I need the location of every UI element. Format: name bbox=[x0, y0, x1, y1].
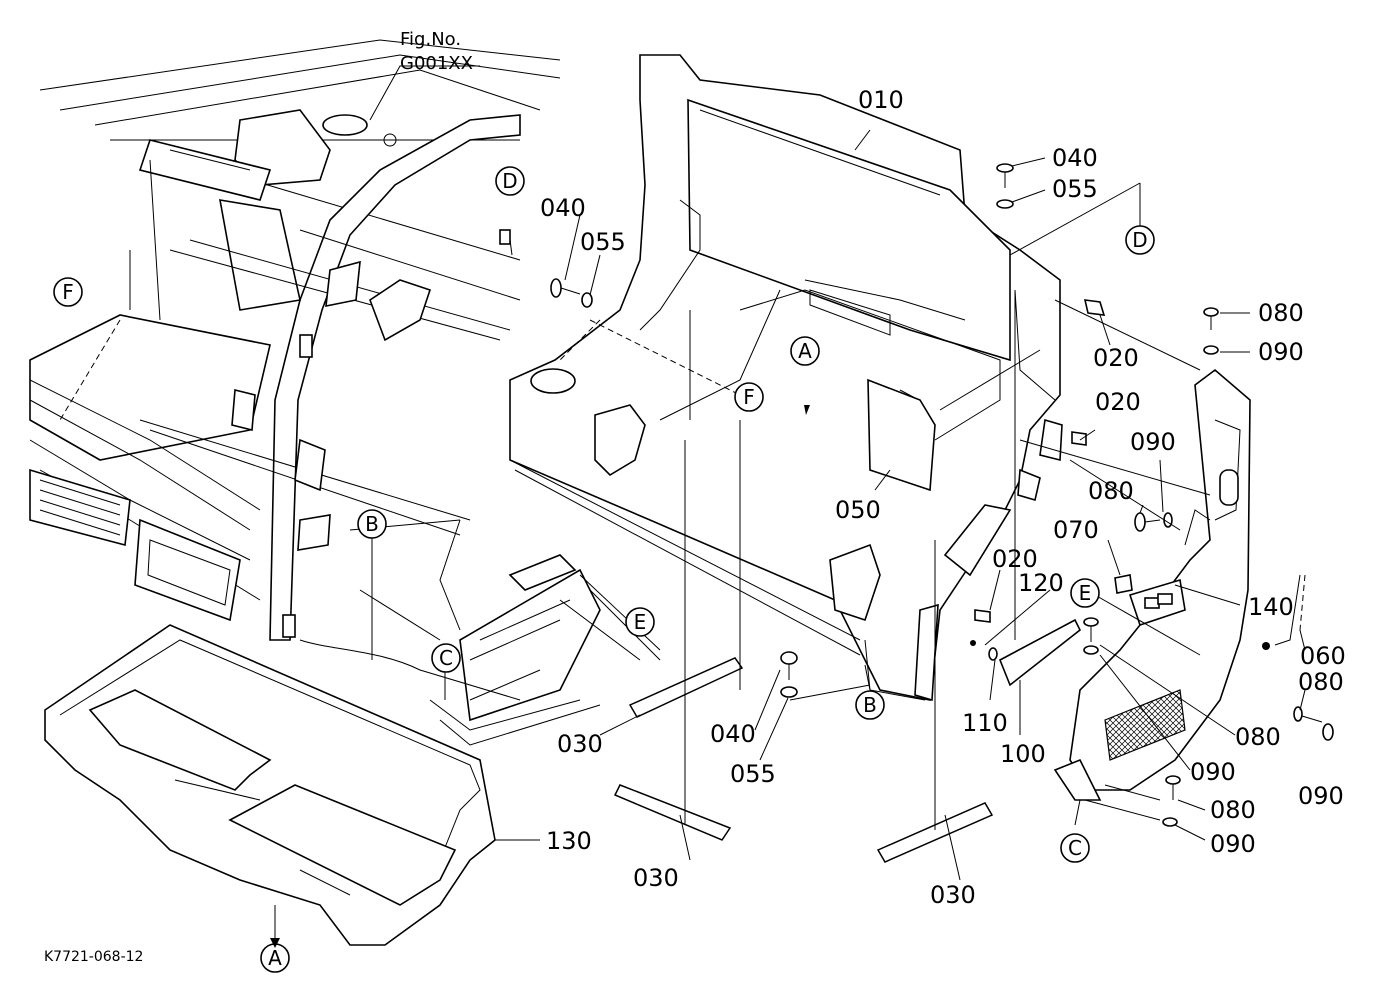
ref-marker-d1: D bbox=[495, 166, 525, 196]
part-label-040: 040 bbox=[710, 720, 756, 748]
part-label-090: 090 bbox=[1130, 428, 1176, 456]
svg-text:D: D bbox=[1132, 228, 1147, 252]
part-label-080: 080 bbox=[1235, 723, 1281, 751]
rear-panel-010 bbox=[509, 54, 1063, 702]
svg-text:A: A bbox=[268, 946, 282, 970]
part-label-020: 020 bbox=[1093, 344, 1139, 372]
panel-100 bbox=[998, 618, 1082, 687]
ref-marker-a1: A bbox=[790, 336, 820, 366]
part-label-040: 040 bbox=[1052, 144, 1098, 172]
part-label-030: 030 bbox=[930, 881, 976, 909]
part-label-080: 080 bbox=[1258, 299, 1304, 327]
svg-text:C: C bbox=[1068, 836, 1082, 860]
part-number-labels: 010 040 055 040 055 020 020 080 090 090 … bbox=[540, 86, 1346, 909]
side-panel-140 bbox=[1053, 368, 1251, 801]
part-label-030: 030 bbox=[633, 864, 679, 892]
svg-text:B: B bbox=[863, 693, 877, 717]
storage-tray-130 bbox=[44, 624, 496, 946]
part-label-070: 070 bbox=[1053, 516, 1099, 544]
ref-marker-a2: A bbox=[260, 943, 290, 973]
ref-marker-d2: D bbox=[1125, 225, 1155, 255]
ref-marker-e2: E bbox=[1070, 578, 1100, 608]
svg-text:F: F bbox=[743, 385, 755, 409]
part-label-055: 055 bbox=[730, 760, 776, 788]
part-label-090: 090 bbox=[1210, 830, 1256, 858]
part-label-080: 080 bbox=[1298, 668, 1344, 696]
part-label-050: 050 bbox=[835, 496, 881, 524]
ref-markers: F D B C E A F D B E C A bbox=[53, 166, 1155, 973]
part-label-090: 090 bbox=[1190, 758, 1236, 786]
part-label-120: 120 bbox=[1018, 569, 1064, 597]
part-label-020: 020 bbox=[992, 545, 1038, 573]
part-label-130: 130 bbox=[546, 827, 592, 855]
part-label-060: 060 bbox=[1300, 642, 1346, 670]
ref-marker-b2: B bbox=[855, 690, 885, 720]
figure-ref-line2: G001XX bbox=[400, 53, 473, 74]
part-label-080: 080 bbox=[1210, 796, 1256, 824]
strips-030 bbox=[613, 657, 994, 863]
ref-marker-b1: B bbox=[357, 509, 387, 539]
part-label-020: 020 bbox=[1095, 388, 1141, 416]
ref-marker-f1: F bbox=[53, 277, 83, 307]
svg-text:C: C bbox=[439, 646, 453, 670]
svg-text:E: E bbox=[1079, 581, 1092, 605]
ref-marker-e1: E bbox=[625, 607, 655, 637]
part-label-055: 055 bbox=[1052, 175, 1098, 203]
ref-marker-f2: F bbox=[734, 382, 764, 412]
svg-text:A: A bbox=[798, 339, 812, 363]
drawing-code: K7721-068-12 bbox=[44, 949, 143, 965]
hardware bbox=[550, 163, 1334, 827]
part-label-030: 030 bbox=[557, 730, 603, 758]
part-label-110: 110 bbox=[962, 709, 1008, 737]
part-label-055: 055 bbox=[580, 228, 626, 256]
part-label-140: 140 bbox=[1248, 593, 1294, 621]
ref-marker-c2: C bbox=[1060, 833, 1090, 863]
svg-text:E: E bbox=[634, 610, 647, 634]
part-label-080: 080 bbox=[1088, 477, 1134, 505]
svg-text:D: D bbox=[502, 169, 517, 193]
part-label-090: 090 bbox=[1258, 338, 1304, 366]
leader-lines bbox=[59, 65, 1306, 945]
figure-ref-line1: Fig.No. bbox=[400, 29, 461, 50]
ref-marker-c1: C bbox=[431, 643, 461, 673]
part-label-100: 100 bbox=[1000, 740, 1046, 768]
part-label-090: 090 bbox=[1298, 782, 1344, 810]
vehicle-frame bbox=[29, 39, 661, 746]
part-label-010: 010 bbox=[858, 86, 904, 114]
svg-text:B: B bbox=[365, 512, 379, 536]
svg-text:F: F bbox=[62, 280, 74, 304]
part-label-040: 040 bbox=[540, 194, 586, 222]
